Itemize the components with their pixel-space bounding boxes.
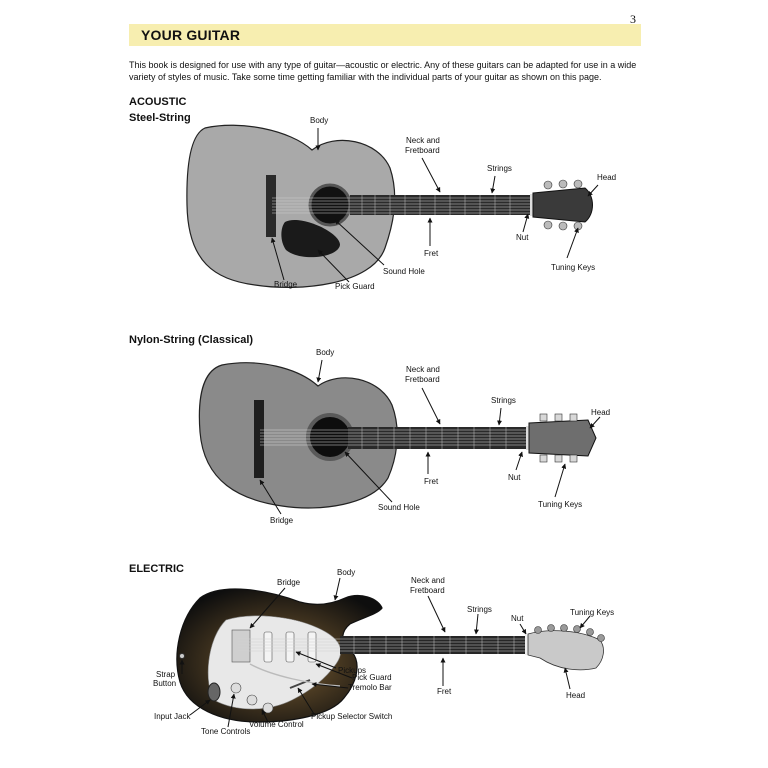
steel-label-strings: Strings	[487, 164, 512, 173]
steel-label-fret: Fret	[424, 249, 439, 258]
steel-sound-hole	[308, 183, 352, 227]
page-title: YOUR GUITAR	[141, 27, 241, 43]
page-number: 3	[630, 12, 636, 26]
electric-strap-button	[179, 653, 185, 659]
electric-label-body: Body	[337, 568, 355, 577]
nylon-label-strings: Strings	[491, 396, 516, 405]
steel-label-nut: Nut	[516, 233, 529, 242]
steel-body	[186, 124, 396, 289]
nylon-head	[528, 419, 597, 457]
nylon-label-body: Body	[316, 348, 334, 357]
nylon-string-guitar	[198, 362, 597, 509]
steel-label-neck-1: Neck and	[406, 136, 440, 145]
electric-tuning-pegs	[534, 624, 605, 642]
nylon-bridge	[254, 400, 264, 478]
nylon-label-neck-1: Neck and	[406, 365, 440, 374]
electric-label-tremolo: Tremolo Bar	[348, 683, 392, 692]
electric-heading: ELECTRIC	[129, 563, 184, 575]
electric-label-tuning-keys: Tuning Keys	[570, 608, 614, 617]
electric-tremolo-bar	[249, 663, 341, 687]
electric-label-volume: Volume Control	[249, 720, 304, 729]
steel-pick-guard	[281, 220, 340, 258]
electric-label-strings: Strings	[467, 605, 492, 614]
steel-nut	[530, 194, 533, 216]
nylon-fretboard	[348, 427, 526, 449]
electric-pickups	[263, 631, 317, 663]
electric-guitar	[176, 588, 605, 723]
steel-bridge	[266, 175, 276, 237]
electric-label-strap-1: Strap	[156, 670, 176, 679]
electric-head	[527, 630, 604, 671]
nylon-label-tuning-keys: Tuning Keys	[538, 500, 582, 509]
electric-label-strap-2: Button	[153, 679, 176, 688]
steel-string-guitar	[186, 124, 593, 289]
nylon-label-fret: Fret	[424, 477, 439, 486]
steel-head	[532, 187, 593, 223]
steel-label-pick-guard: Pick Guard	[335, 282, 375, 291]
electric-label-input-jack: Input Jack	[154, 712, 191, 721]
electric-label-selector: Pickup Selector Switch	[311, 712, 392, 721]
intro-paragraph: This book is designed for use with any t…	[129, 60, 637, 82]
nylon-label-head: Head	[591, 408, 610, 417]
electric-input-jack	[207, 682, 221, 702]
nylon-body	[198, 362, 398, 509]
title-bar: YOUR GUITAR	[129, 24, 641, 46]
electric-label-bridge: Bridge	[277, 578, 301, 587]
steel-label-body: Body	[310, 116, 328, 125]
steel-label-tuning-keys: Tuning Keys	[551, 263, 595, 272]
electric-label-fret: Fret	[437, 687, 452, 696]
electric-label-neck-1: Neck and	[411, 576, 445, 585]
steel-label-sound-hole: Sound Hole	[383, 267, 425, 276]
electric-nut	[525, 635, 528, 655]
electric-label-tone: Tone Controls	[201, 727, 250, 736]
nylon-tuning-pegs	[539, 413, 578, 463]
electric-label-neck-2: Fretboard	[410, 586, 445, 595]
electric-label-pick-guard: Pick Guard	[352, 673, 392, 682]
electric-label-head: Head	[566, 691, 585, 700]
electric-bridge-plate	[231, 629, 251, 663]
nylon-label-bridge: Bridge	[270, 516, 294, 525]
steel-label-head: Head	[597, 173, 616, 182]
steel-label-neck-2: Fretboard	[405, 146, 440, 155]
nylon-nut	[526, 426, 529, 450]
electric-label-nut: Nut	[511, 614, 524, 623]
steel-string-heading: Steel-String	[129, 112, 191, 124]
acoustic-heading: ACOUSTIC	[129, 96, 187, 108]
steel-label-bridge: Bridge	[274, 280, 298, 289]
electric-label-pickups: Pickups	[338, 666, 366, 675]
nylon-string-heading: Nylon-String (Classical)	[129, 334, 254, 346]
nylon-label-neck-2: Fretboard	[405, 375, 440, 384]
nylon-label-nut: Nut	[508, 473, 521, 482]
nylon-label-sound-hole: Sound Hole	[378, 503, 420, 512]
